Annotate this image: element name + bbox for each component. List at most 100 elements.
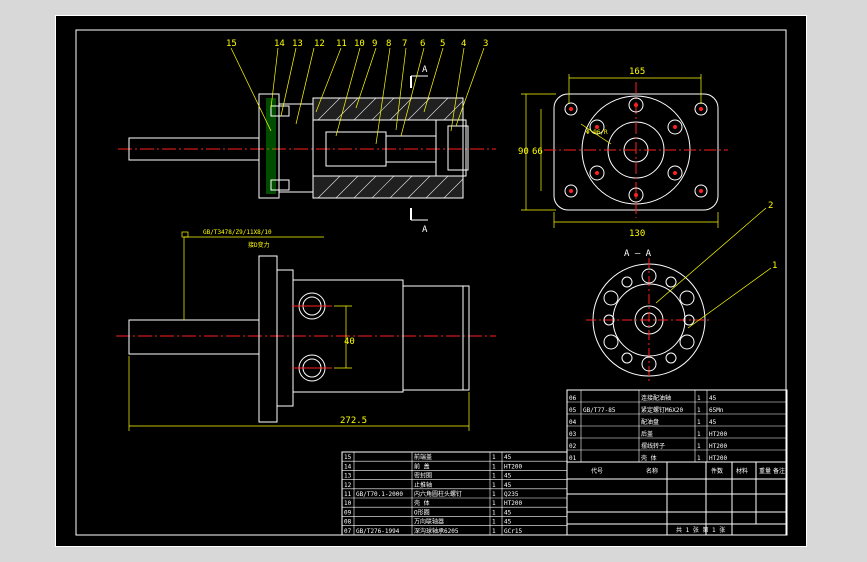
parts-cell-mat: 45 bbox=[504, 454, 512, 461]
tb-sheet: 共 1 张 第 1 张 bbox=[676, 526, 725, 534]
parts-cell-no: 11 bbox=[344, 491, 352, 498]
parts-cell-std: GB/T70.1-2000 bbox=[356, 491, 403, 498]
parts-cell-qty: 1 bbox=[492, 528, 496, 535]
callout-4: 4 bbox=[461, 39, 466, 49]
parts-cell-qty: 1 bbox=[697, 443, 701, 450]
parts-cell-qty: 1 bbox=[492, 491, 496, 498]
parts-cell-name: 后盖 bbox=[641, 430, 653, 438]
callout-11: 11 bbox=[336, 39, 347, 49]
parts-cell-name: 深沟球轴承6205 bbox=[414, 527, 459, 535]
parts-cell-qty: 1 bbox=[697, 419, 701, 426]
parts-cell-qty: 1 bbox=[697, 455, 701, 462]
parts-cell-mat: HT200 bbox=[709, 443, 727, 450]
parts-cell-qty: 1 bbox=[697, 431, 701, 438]
callout-3: 3 bbox=[483, 39, 488, 49]
parts-row: 12 止推轴 1 45 bbox=[342, 481, 567, 490]
tb-mat: 材料 bbox=[736, 467, 748, 475]
section-view bbox=[118, 47, 496, 221]
parts-cell-qty: 1 bbox=[492, 500, 496, 507]
section-mark-top: A bbox=[422, 65, 428, 75]
parts-cell-name: 连接配油轴 bbox=[641, 394, 671, 402]
parts-cell-name: 壳 体 bbox=[641, 454, 657, 462]
dim-90: 90 bbox=[518, 147, 529, 157]
parts-cell-no: 10 bbox=[344, 500, 352, 507]
parts-cell-no: 15 bbox=[344, 454, 352, 461]
section-aa-title: A — A bbox=[624, 249, 652, 259]
parts-cell-no: 02 bbox=[569, 443, 577, 450]
front-view bbox=[521, 74, 728, 228]
section-aa-view bbox=[586, 207, 772, 382]
section-callouts: 15 14 13 12 11 10 9 8 7 6 5 4 3 A A bbox=[226, 39, 488, 235]
parts-cell-std: GB/T276-1994 bbox=[356, 528, 400, 535]
parts-cell-qty: 1 bbox=[492, 519, 496, 526]
parts-row: 07 GB/T276-1994 深沟球轴承6205 1 GCr15 bbox=[342, 527, 567, 536]
parts-cell-qty: 1 bbox=[492, 509, 496, 516]
callout-13: 13 bbox=[292, 39, 303, 49]
callout-8: 8 bbox=[386, 39, 391, 49]
section-mark-bottom: A bbox=[422, 225, 428, 235]
parts-cell-mat: GCr15 bbox=[504, 528, 522, 535]
cad-drawing: 15 14 13 12 11 10 9 8 7 6 5 4 3 A A bbox=[75, 29, 788, 536]
parts-cell-no: 05 bbox=[569, 407, 577, 414]
parts-cell-mat: 45 bbox=[709, 395, 717, 402]
parts-cell-mat: Q235 bbox=[504, 491, 519, 498]
drawing-frame: 15 14 13 12 11 10 9 8 7 6 5 4 3 A A bbox=[55, 15, 807, 547]
tb-name: 名称 bbox=[646, 467, 658, 475]
callout-5: 5 bbox=[440, 39, 445, 49]
parts-cell-mat: 65Mn bbox=[709, 407, 724, 414]
parts-cell-no: 12 bbox=[344, 482, 352, 489]
parts-cell-qty: 1 bbox=[492, 454, 496, 461]
callout-side-2: 2 bbox=[768, 201, 773, 211]
parts-cell-no: 01 bbox=[569, 455, 577, 462]
parts-row: 03 后盖 1 HT200 bbox=[567, 430, 787, 439]
parts-cell-mat: 45 bbox=[504, 519, 512, 526]
title-block: 代号 名称 件数 材料 重量 备注 共 1 张 第 1 张 bbox=[566, 461, 788, 536]
callout-12: 12 bbox=[314, 39, 325, 49]
callout-6: 6 bbox=[420, 39, 425, 49]
parts-cell-no: 07 bbox=[344, 528, 352, 535]
front-dims: 165 90 66 130 Φ 96/R bbox=[518, 67, 645, 239]
parts-cell-qty: 1 bbox=[492, 482, 496, 489]
callout-15: 15 bbox=[226, 39, 237, 49]
parts-cell-mat: HT200 bbox=[709, 431, 727, 438]
parts-row: 04 配油盘 1 45 bbox=[567, 418, 787, 427]
parts-cell-mat: HT200 bbox=[504, 463, 522, 470]
parts-cell-name: O形圈 bbox=[414, 508, 430, 516]
parts-cell-mat: 45 bbox=[504, 482, 512, 489]
parts-cell-no: 04 bbox=[569, 419, 577, 426]
parts-cell-mat: HT200 bbox=[504, 500, 522, 507]
parts-cell-name: 内六角圆柱头螺钉 bbox=[414, 490, 462, 498]
parts-cell-no: 09 bbox=[344, 509, 352, 516]
callout-10: 10 bbox=[354, 39, 365, 49]
parts-cell-name: 止推轴 bbox=[414, 481, 432, 489]
shaft-note: 接D变力 bbox=[248, 241, 270, 249]
callout-14: 14 bbox=[274, 39, 285, 49]
parts-cell-no: 06 bbox=[569, 395, 577, 402]
shaft-spec: GB/T3478/Z9/11X8/10 bbox=[203, 229, 272, 236]
parts-cell-qty: 1 bbox=[697, 407, 701, 414]
dim-66: 66 bbox=[532, 147, 543, 157]
parts-cell-no: 03 bbox=[569, 431, 577, 438]
dim-165: 165 bbox=[629, 67, 645, 77]
parts-cell-mat: 45 bbox=[504, 473, 512, 480]
side-view bbox=[116, 231, 496, 431]
parts-cell-name: 配油盘 bbox=[641, 418, 659, 426]
parts-cell-mat: 45 bbox=[709, 419, 717, 426]
tb-qty: 件数 bbox=[711, 467, 723, 475]
parts-cell-name: 紧定螺钉M6X20 bbox=[641, 406, 683, 414]
dim-circle: Φ 96/R bbox=[586, 129, 608, 136]
parts-cell-no: 08 bbox=[344, 519, 352, 526]
callout-side-1: 1 bbox=[772, 261, 777, 271]
section-aa-labels: A — A 2 1 bbox=[624, 201, 777, 271]
parts-cell-name: 万向联轴器 bbox=[414, 518, 444, 526]
